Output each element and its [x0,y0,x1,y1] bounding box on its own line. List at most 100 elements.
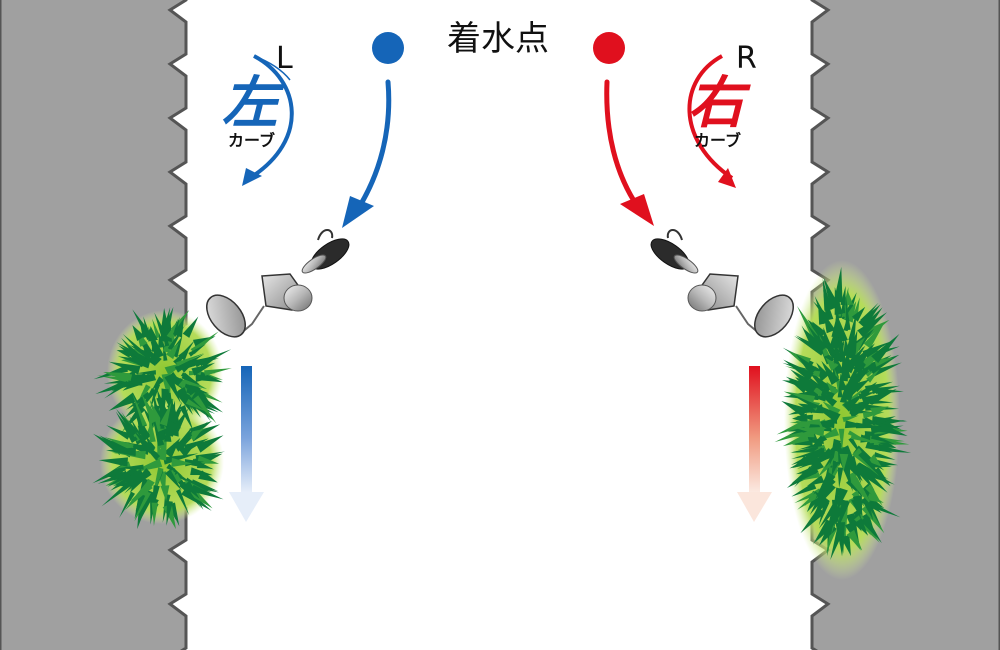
grass-blade [871,362,902,377]
grass-blade [792,455,810,468]
grass-blade [876,388,904,394]
grass-blade [837,467,844,488]
grass-blade [132,309,154,341]
grass-blade [804,329,827,354]
grass-blade [191,458,214,470]
grass-blade [838,428,845,450]
grass-blade [826,381,840,397]
left-curve-sub-label: カーブ [228,131,275,150]
grass-blade [836,522,844,538]
grass-blade [843,359,860,394]
grass-blade [181,340,195,357]
grass-blade [797,493,819,510]
grass-blade [195,373,213,383]
grass-blade [795,377,812,390]
grass-blade [107,466,139,487]
grass-blade [821,360,840,386]
left-grass-icon [92,306,232,530]
grass-blade [169,407,183,424]
grass-blade [838,499,851,528]
grass-blade [781,401,808,418]
left-curve-indicator: L 左 カーブ [222,41,294,186]
grass-blade [164,469,182,491]
grass-blade [132,325,145,341]
grass-blade [842,392,865,412]
grass-blade [845,295,851,331]
right-grass-icon [774,260,912,580]
grass-blade [166,321,178,339]
grass-blade [851,306,866,322]
grass-blade [172,318,185,338]
grass-blade [175,426,196,452]
grass-blade [200,355,220,368]
grass-blade [823,277,840,310]
grass-blade [792,413,807,424]
grass-blade [806,475,825,487]
grass-blade [164,374,181,404]
grass-blade [871,334,900,363]
grass-blade [816,480,835,501]
grass-blade [196,462,213,469]
grass-blade [119,491,136,519]
grass-blade [166,463,183,477]
grass-blade [800,507,825,534]
grass-blade [198,470,218,483]
grass-blade [189,424,221,442]
grass-blade [812,384,835,399]
grass-blade [817,444,840,463]
grass-blade [141,393,159,424]
grass-blade [145,434,156,451]
grass-blade [828,331,839,349]
grass-blade [166,500,173,526]
grass-blade [842,415,859,423]
grass-blade [848,311,857,342]
grass-blade [852,379,870,393]
grass-blade [838,373,848,391]
grass-blade [849,534,862,551]
grass-blade [104,380,129,399]
grass-blade [128,372,148,384]
grass-blade [857,312,887,338]
grass-blade [797,305,818,339]
grass-blade [160,485,170,502]
grass-blade [825,357,839,372]
grass-blade [790,369,819,393]
grass-blade [168,400,176,421]
left-landing-point-icon [372,32,404,64]
grass-blade [807,324,827,351]
grass-blade [134,490,151,522]
grass-blade [844,420,871,429]
right-letter-label: R [736,41,757,76]
grass-blade [839,453,849,472]
grass-blade [814,296,830,324]
grass-blade [164,423,172,442]
grass-blade [847,455,862,484]
grass-blade [796,354,817,375]
grass-blade [850,400,871,414]
grass-blade [863,322,885,349]
grass-blade [190,479,219,492]
grass-blade [812,495,830,518]
grass-blade [783,359,814,381]
grass-blade [846,325,854,351]
grass-blade [125,391,151,411]
grass-blade [101,481,132,507]
grass-blade [797,441,823,450]
grass-blade [859,381,878,398]
grass-blade [190,467,213,476]
grass-blade [870,425,904,434]
grass-blade [132,393,147,427]
grass-blade [133,430,156,454]
grass-blade [829,505,844,533]
grass-blade [176,489,190,516]
grass-blade [870,406,889,417]
grass-blade [863,416,879,424]
left-cast-trajectory-arrow [342,79,392,228]
grass-blade [866,369,880,383]
grass-blade [865,484,883,506]
grass-blade [104,437,134,451]
left-kanji-label: 左 [222,71,285,136]
grass-blade [152,318,161,339]
